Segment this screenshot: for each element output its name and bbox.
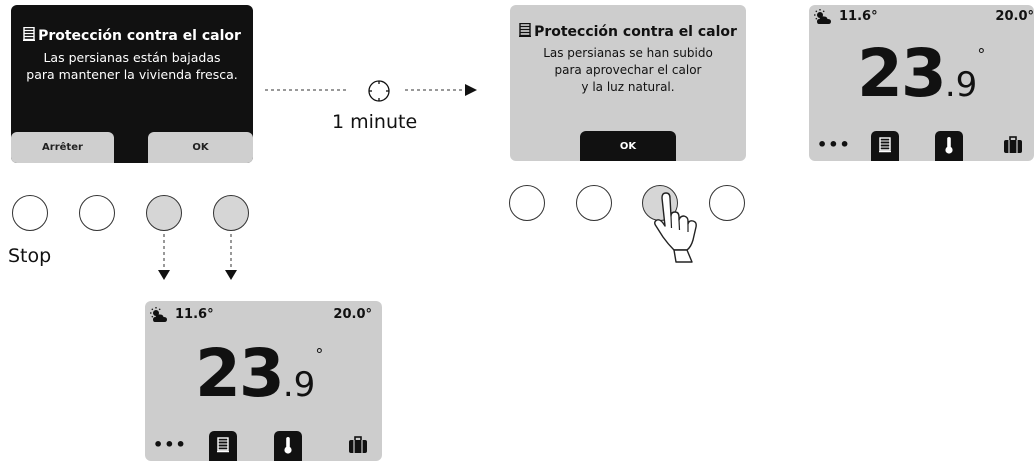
temperature-decimal: .9 — [282, 365, 316, 405]
shutter-icon — [519, 22, 532, 38]
weather-icon — [149, 307, 169, 327]
thermometer-tab[interactable] — [274, 431, 302, 461]
dialog-message-line: para aprovechar el calor — [554, 63, 702, 77]
shutter-icon — [217, 437, 229, 453]
down-arrows — [158, 234, 237, 280]
degree-symbol: ° — [315, 345, 324, 364]
ok-button[interactable]: OK — [148, 132, 253, 163]
heat-protection-dialog-raised: Protección contra el calor Las persianas… — [510, 5, 746, 161]
dialog-message-line: Las persianas están bajadas — [43, 50, 221, 65]
outdoor-temperature: 11.6° — [839, 9, 878, 24]
dialog-message-line: Las persianas se han subido — [543, 46, 713, 60]
suitcase-icon[interactable] — [348, 436, 368, 458]
current-temperature: 23.9° — [195, 341, 323, 407]
thermostat-screen-result: 11.6° 20.0° 23.9° ••• — [145, 301, 382, 461]
menu-dots-icon[interactable]: ••• — [817, 135, 851, 154]
physical-button-1[interactable] — [509, 185, 545, 221]
ok-button[interactable]: OK — [580, 131, 676, 161]
heat-protection-dialog-lowered: Protección contra el calor Las persianas… — [11, 5, 253, 163]
transition-arrow — [265, 84, 477, 96]
thermostat-screen-final: 11.6° 20.0° 23.9° ••• — [809, 5, 1034, 161]
physical-button-1[interactable] — [12, 195, 48, 231]
shutter-icon — [879, 137, 891, 153]
setpoint-temperature: 20.0° — [995, 9, 1034, 24]
temperature-integer: 23 — [857, 35, 947, 112]
menu-dots-icon[interactable]: ••• — [153, 435, 187, 454]
stop-button[interactable]: Arrêter — [11, 132, 114, 163]
physical-button-4[interactable] — [709, 185, 745, 221]
physical-button-4[interactable] — [213, 195, 249, 231]
current-temperature: 23.9° — [857, 41, 985, 107]
shutter-tab[interactable] — [209, 431, 237, 461]
weather-icon — [813, 9, 833, 29]
setpoint-temperature: 20.0° — [333, 307, 372, 322]
shutter-tab[interactable] — [871, 131, 899, 161]
thermometer-tab[interactable] — [935, 131, 963, 161]
outdoor-temperature: 11.6° — [175, 307, 214, 322]
dialog-title: Protección contra el calor — [510, 22, 746, 40]
thermometer-icon — [945, 137, 953, 154]
suitcase-icon[interactable] — [1003, 136, 1023, 158]
pointing-hand-icon — [654, 192, 697, 263]
transition-label: 1 minute — [332, 111, 418, 133]
thermometer-icon — [284, 437, 292, 454]
temperature-integer: 23 — [195, 335, 285, 412]
clock-icon — [368, 80, 390, 102]
shutter-icon — [23, 26, 36, 42]
physical-button-2[interactable] — [79, 195, 115, 231]
degree-symbol: ° — [977, 45, 986, 64]
dialog-message: Las persianas se han subido para aprovec… — [510, 45, 746, 96]
dialog-message: Las persianas están bajadas para mantene… — [11, 49, 253, 83]
dialog-message-line: para mantener la vivienda fresca. — [26, 67, 238, 82]
physical-button-3[interactable] — [146, 195, 182, 231]
dialog-title: Protección contra el calor — [11, 26, 253, 44]
temperature-decimal: .9 — [944, 65, 978, 105]
dialog-title-text: Protección contra el calor — [534, 24, 737, 40]
stop-caption: Stop — [8, 245, 52, 267]
physical-button-2[interactable] — [576, 185, 612, 221]
dialog-message-line: y la luz natural. — [581, 80, 675, 94]
dialog-title-text: Protección contra el calor — [38, 28, 241, 44]
